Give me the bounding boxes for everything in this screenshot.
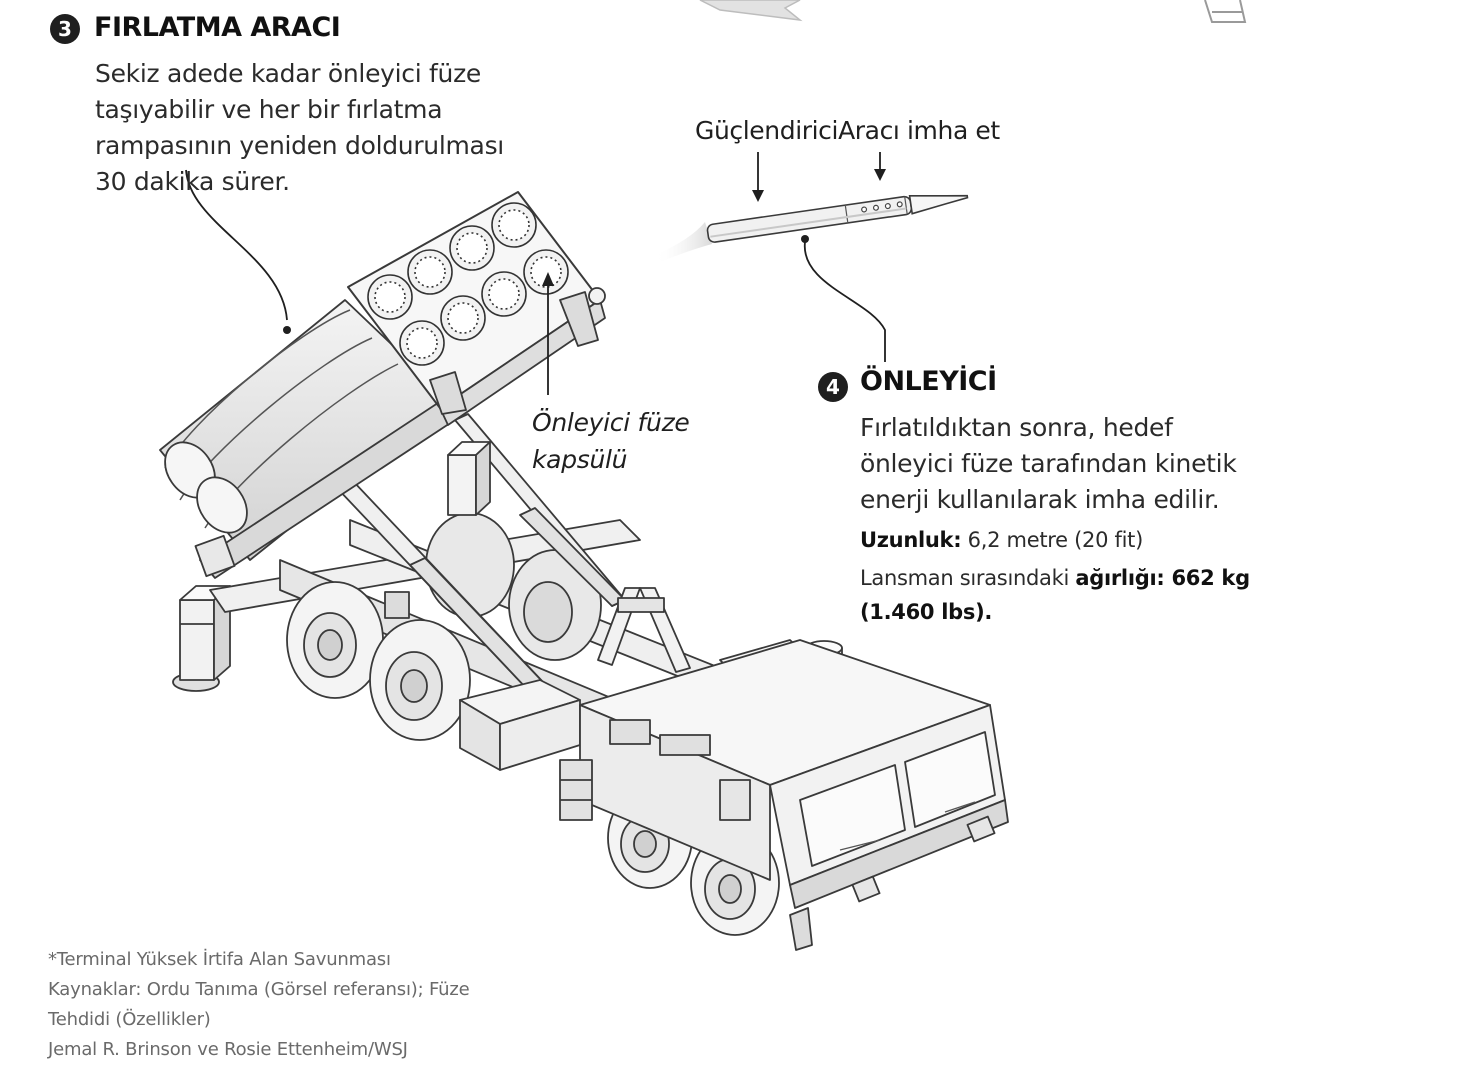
section-4-body-line: önleyici füze tarafından kinetik — [860, 449, 1237, 478]
bumper — [789, 799, 1009, 909]
section-3-body-line: 30 dakika sürer. — [95, 167, 290, 196]
missile-labels: GüçlendiriciAracı imha et — [695, 116, 1000, 145]
section-3-body: Sekiz adede kadar önleyici füze taşıyabi… — [95, 56, 504, 200]
length-spec-label: Uzunluk: — [860, 528, 962, 552]
section-4-title: ÖNLEYİCİ — [860, 366, 997, 397]
weight-spec-value: ağırlığı: 662 kg — [1075, 566, 1250, 590]
section-4-badge: 4 — [818, 372, 848, 402]
canister-label-line: Önleyici füze — [532, 408, 690, 437]
missile-label-arrows — [752, 152, 886, 202]
hydraulic-struts — [319, 413, 626, 711]
section-4-body-line: Fırlatıldıktan sonra, hedef — [860, 413, 1173, 442]
side-box — [459, 679, 581, 771]
section-4-body: Fırlatıldıktan sonra, hedef önleyici füz… — [860, 410, 1237, 518]
cab — [559, 639, 1009, 951]
footer-footnote: *Terminal Yüksek İrtifa Alan Savunması — [48, 949, 391, 970]
missile-smoke-trail — [655, 222, 712, 262]
missile-ports — [861, 201, 903, 213]
canister-label-line: kapsülü — [532, 445, 628, 474]
missile-graphic — [655, 152, 969, 362]
support-post — [447, 441, 491, 516]
length-spec-value: 6,2 metre (20 fit) — [961, 528, 1144, 552]
truck — [159, 191, 1009, 951]
footer-credits: *Terminal Yüksek İrtifa Alan Savunması K… — [48, 945, 470, 1065]
footer-sources: Kaynaklar: Ordu Tanıma (Görsel referansı… — [48, 979, 470, 1000]
section-4-body-line: enerji kullanılarak imha edilir. — [860, 485, 1220, 514]
section-3-body-line: Sekiz adede kadar önleyici füze — [95, 59, 481, 88]
weight-spec-imperial: (1.460 lbs). — [860, 595, 1250, 629]
weight-spec-imperial-value: (1.460 lbs). — [860, 600, 993, 624]
section-4-specs: Uzunluk: 6,2 metre (20 fit) Lansman sıra… — [860, 523, 1250, 629]
canister-label: Önleyici füze kapsülü — [532, 404, 690, 478]
kill-vehicle-label: Aracı imha et — [838, 116, 1000, 145]
weight-spec-prefix: Lansman sırasındaki — [860, 566, 1076, 590]
tube-caps — [367, 202, 569, 366]
windshield-left — [799, 764, 906, 867]
section-3-title: FIRLATMA ARACI — [94, 12, 341, 43]
missile-body — [706, 195, 913, 243]
missile-nose — [908, 194, 969, 215]
top-fragments — [699, 0, 1247, 23]
length-spec: Uzunluk: 6,2 metre (20 fit) — [860, 523, 1250, 557]
section-3-badge: 3 — [50, 14, 80, 44]
interceptor-leader-line — [804, 241, 886, 362]
launcher-leader-line — [185, 169, 288, 321]
booster-label: Güçlendirici — [695, 116, 839, 145]
a-frame — [597, 587, 691, 673]
launcher-box — [159, 191, 606, 579]
section-3-body-line: rampasının yeniden doldurulması — [95, 131, 504, 160]
footer-sources-cont: Tehdidi (Özellikler) — [48, 1009, 211, 1030]
weight-spec: Lansman sırasındaki ağırlığı: 662 kg — [860, 561, 1250, 595]
footer-authors: Jemal R. Brinson ve Rosie Ettenheim/WSJ — [48, 1039, 408, 1060]
section-3-body-line: taşıyabilir ve her bir fırlatma — [95, 95, 443, 124]
